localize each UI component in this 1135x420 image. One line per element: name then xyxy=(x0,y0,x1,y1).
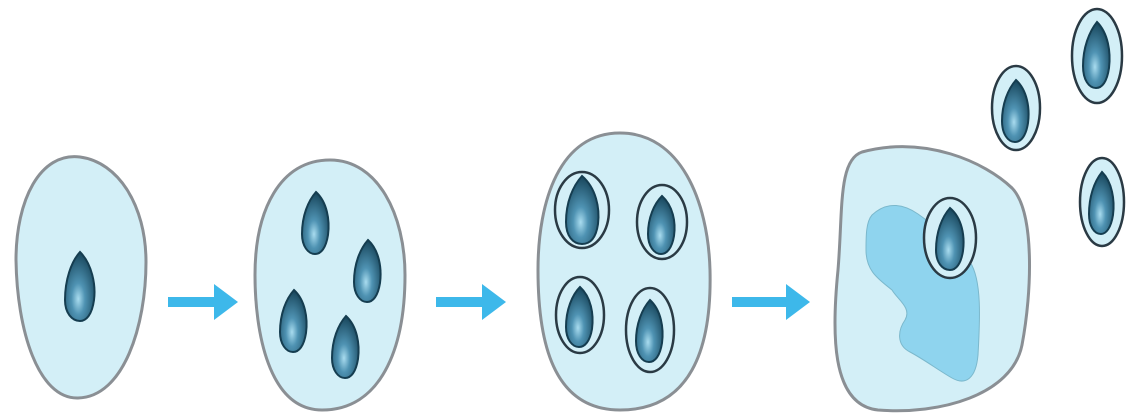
spore xyxy=(556,277,604,353)
spore xyxy=(555,172,609,248)
spore xyxy=(924,198,976,278)
released-spore xyxy=(1080,158,1124,246)
cell-membrane xyxy=(538,133,710,410)
released-spore xyxy=(992,66,1040,150)
stage-1-cell xyxy=(16,157,146,398)
cell-membrane xyxy=(255,160,405,410)
stage-4-cell xyxy=(835,147,1030,411)
released-spore xyxy=(1072,9,1122,103)
arrow-3 xyxy=(732,284,810,320)
spore xyxy=(626,288,674,372)
spore xyxy=(637,185,687,259)
arrow-2 xyxy=(436,284,506,320)
stage-3-cell xyxy=(538,133,710,410)
stage-2-cell xyxy=(255,160,405,410)
arrow-1 xyxy=(168,284,238,320)
